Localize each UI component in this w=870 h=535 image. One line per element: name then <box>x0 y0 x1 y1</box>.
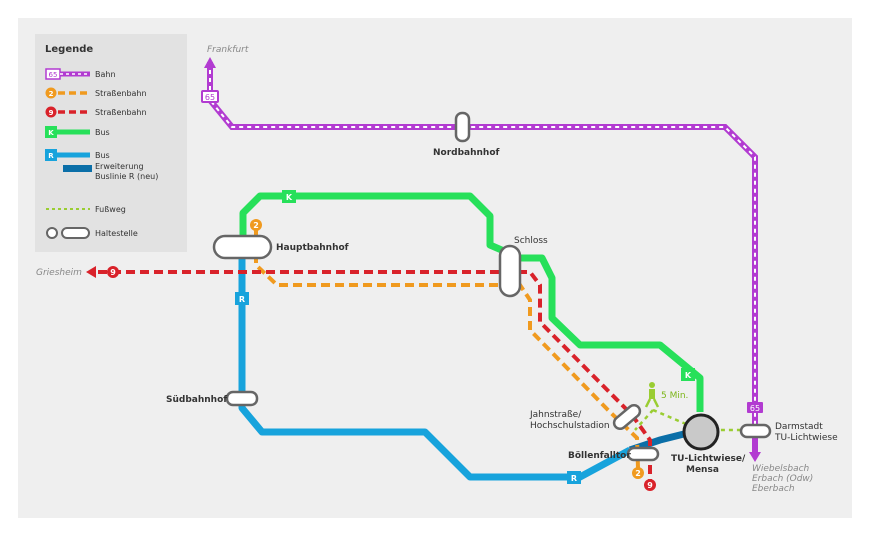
station-schloss[interactable]: Schloss <box>498 236 548 298</box>
label-tu-mensa-2: Mensa <box>686 465 719 475</box>
label-jahnstrasse-1: Jahnstraße/ <box>529 410 582 420</box>
legend-item-stop: Haltestelle <box>46 227 138 239</box>
svg-text:2: 2 <box>635 469 641 478</box>
svg-text:9: 9 <box>647 481 653 490</box>
station-hauptbahnhof[interactable]: Hauptbahnhof <box>212 234 349 260</box>
svg-text:Erweiterung: Erweiterung <box>95 162 144 171</box>
badge-9-griesheim: 9 <box>107 266 119 278</box>
svg-text:Bahn: Bahn <box>95 70 116 79</box>
label-suedbahnhof: Südbahnhof <box>166 395 227 405</box>
svg-text:R: R <box>571 474 577 483</box>
destination-wiebelsbach: Wiebelsbach <box>752 464 810 474</box>
badge-r-bottom: R <box>567 471 581 484</box>
badge-k-top: K <box>282 190 296 203</box>
line-tram-9 <box>98 270 652 480</box>
frankfurt-arrow-icon <box>204 57 216 68</box>
legend-item-bus-k: K Bus <box>45 126 110 138</box>
station-boellenfalltor[interactable]: Böllenfalltor <box>568 446 660 462</box>
walking-person-icon <box>644 382 660 408</box>
svg-text:2: 2 <box>253 221 259 230</box>
legend-title: Legende <box>45 44 93 55</box>
svg-text:Bus: Bus <box>95 151 110 160</box>
badge-65-north: 65 <box>201 90 219 103</box>
svg-text:R: R <box>48 152 54 160</box>
svg-text:Haltestelle: Haltestelle <box>95 229 138 238</box>
badge-k-bottom: K <box>681 368 695 381</box>
label-darmstadt-2: TU-Lichtwiese <box>774 433 838 443</box>
badge-r-left: R <box>235 292 249 305</box>
label-darmstadt-1: Darmstadt <box>775 422 823 432</box>
svg-text:Straßenbahn: Straßenbahn <box>95 108 147 117</box>
walk-time-label: 5 Min. <box>661 391 688 401</box>
destination-griesheim: Griesheim <box>36 268 82 278</box>
legend-item-tram-9: 9 Straßenbahn <box>45 106 147 118</box>
svg-text:9: 9 <box>49 109 54 117</box>
legend-item-footpath: Fußweg <box>46 205 126 214</box>
badge-2-hbf: 2 <box>250 219 262 231</box>
svg-text:K: K <box>685 371 692 380</box>
svg-text:Fußweg: Fußweg <box>95 205 126 214</box>
label-jahnstrasse-2: Hochschulstadion <box>530 421 610 431</box>
legend-item-bahn: 65 Bahn <box>45 68 116 80</box>
station-nordbahnhof[interactable]: Nordbahnhof <box>433 111 500 158</box>
badge-65-south: 65 <box>747 402 763 413</box>
svg-text:K: K <box>286 193 293 202</box>
destination-erbach: Erbach (Odw) <box>752 474 813 484</box>
legend-panel <box>35 34 187 252</box>
svg-text:9: 9 <box>110 268 116 277</box>
svg-text:65: 65 <box>205 93 215 102</box>
svg-text:K: K <box>48 129 54 137</box>
destination-frankfurt: Frankfurt <box>207 45 249 55</box>
station-darmstadt-tu[interactable]: Darmstadt TU-Lichtwiese <box>739 422 838 443</box>
label-boellenfalltor: Böllenfalltor <box>568 451 631 461</box>
griesheim-arrow-icon <box>86 266 96 278</box>
label-tu-mensa-1: TU-Lichtwiese/ <box>671 454 746 464</box>
label-schloss: Schloss <box>514 236 548 246</box>
legend-item-bus-r: R Bus <box>45 149 110 161</box>
badge-9-bottom: 9 <box>644 479 656 491</box>
svg-text:Bus: Bus <box>95 128 110 137</box>
svg-text:2: 2 <box>49 90 54 98</box>
line-tram-2 <box>254 226 640 469</box>
label-nordbahnhof: Nordbahnhof <box>433 148 500 158</box>
station-jahnstrasse[interactable]: Jahnstraße/ Hochschulstadion <box>529 403 642 431</box>
svg-text:R: R <box>239 295 245 304</box>
svg-text:Straßenbahn: Straßenbahn <box>95 89 147 98</box>
svg-text:65: 65 <box>750 404 760 413</box>
legend-item-tram-2: 2 Straßenbahn <box>45 87 147 99</box>
label-hauptbahnhof: Hauptbahnhof <box>276 243 349 253</box>
destination-eberbach: Eberbach <box>752 484 795 494</box>
station-suedbahnhof[interactable]: Südbahnhof <box>166 390 259 407</box>
svg-text:Buslinie R (neu): Buslinie R (neu) <box>95 172 158 181</box>
badge-2-bottom: 2 <box>632 467 644 479</box>
legend-item-bus-r-new: Erweiterung Buslinie R (neu) <box>63 162 158 181</box>
station-tu-mensa[interactable]: TU-Lichtwiese/ Mensa <box>671 413 746 475</box>
south-arrow-icon <box>749 452 761 462</box>
svg-text:65: 65 <box>49 71 58 79</box>
